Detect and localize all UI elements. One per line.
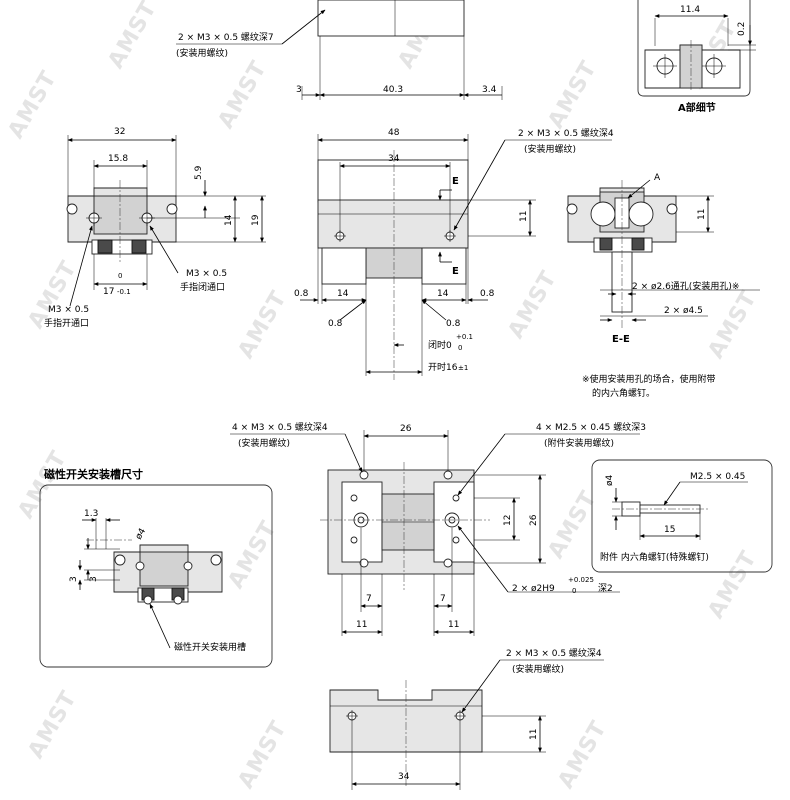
top-view: 3 40.3 3.4 2 × M3 × 0.5 螺纹深7 (安装用螺纹)	[176, 0, 503, 100]
magnet-panel: 磁性开关安装槽尺寸 1.3 ø4 3 3 磁性开关安装用槽	[39, 467, 273, 668]
pin-note: 2 × ø2H9	[512, 584, 555, 594]
accessory-caption: 附件 内六角螺钉(特殊螺钉)	[600, 551, 709, 563]
closed-tol-bottom: 0	[458, 344, 462, 352]
dim-label: 0.8	[294, 289, 309, 299]
thread-note: 4 × M3 × 0.5 螺纹深4	[232, 421, 328, 433]
screw-label: M2.5 × 0.45	[690, 472, 745, 482]
watermark: AMST	[544, 57, 603, 133]
open-label: 开时16	[428, 361, 458, 373]
pin-tol-top: +0.025	[568, 576, 594, 584]
bottom-view: 26 4 × M3 × 0.5 螺纹深4 (安装用螺纹) 4 × M2.5 × …	[230, 421, 646, 636]
dim-label: 32	[114, 127, 125, 137]
port-close: M3 × 0.5	[186, 269, 227, 279]
dim-label: 19	[251, 214, 261, 226]
dim-label: 11	[697, 209, 707, 220]
hole-note: 2 × ø2.6通孔(安装用孔)※	[632, 280, 739, 292]
remark: 的内六角螺钉。	[592, 387, 655, 399]
end-view-left: 32 15.8 5.9 14 19 0 17 -0.1 M3 × 0.5 手指闭…	[44, 127, 266, 329]
port-close-sub: 手指闭通口	[180, 281, 225, 293]
dim-label: 3.4	[482, 85, 497, 95]
dim-label: 11	[356, 620, 367, 630]
watermark: AMST	[104, 0, 163, 73]
dim-label: 40.3	[383, 85, 403, 95]
acc-note-sub: (附件安装用螺纹)	[544, 437, 614, 449]
tol-top: 0	[118, 272, 122, 280]
dim-label: 0.2	[737, 22, 747, 36]
section-title: E-E	[612, 334, 630, 345]
dim-label: 34	[398, 772, 410, 782]
dim-label: 11	[448, 620, 459, 630]
thread-note-sub: (安装用螺纹)	[238, 437, 290, 449]
thread-note-sub: (安装用螺纹)	[176, 47, 228, 59]
port-open-sub: 手指开通口	[44, 317, 89, 329]
dim-label: 15	[664, 525, 675, 535]
section-ee: A 11 2 × ø2.6通孔(安装用孔)※ 2 × ø4.5 E-E ※使用安…	[566, 173, 760, 399]
dia-note: 2 × ø4.5	[664, 306, 703, 316]
dim-label: 14	[437, 289, 449, 299]
dim-label: 11	[529, 729, 539, 740]
dim-label: 3	[69, 576, 79, 582]
accessory-panel: ø4 M2.5 × 0.45 15 附件 内六角螺钉(特殊螺钉)	[591, 459, 773, 573]
dim-label: 11.4	[680, 5, 700, 15]
thread-note: 2 × M3 × 0.5 螺纹深4	[506, 647, 602, 659]
front-view: 48 34 11 E E 2 × M3 × 0.5 螺纹深4 (安装用螺纹) 0…	[294, 127, 614, 380]
groove-label: 磁性开关安装用槽	[174, 641, 246, 653]
dim-label: 12	[503, 515, 513, 526]
watermark: AMST	[4, 67, 63, 143]
dim-label: 15.8	[108, 154, 128, 164]
section-mark: E	[452, 176, 459, 187]
acc-note: 4 × M2.5 × 0.45 螺纹深3	[536, 421, 646, 433]
watermark: AMST	[704, 287, 763, 363]
detail-a-title: A部细节	[678, 101, 716, 114]
watermark: AMST	[224, 517, 283, 593]
pin-depth: 深2	[598, 583, 613, 594]
closed-tol-top: +0.1	[456, 333, 473, 341]
watermark: AMST	[234, 287, 293, 363]
dim-label: 11	[519, 211, 529, 222]
watermark: AMST	[554, 717, 613, 793]
side-view: 2 × M3 × 0.5 螺纹深4 (安装用螺纹) 11 34	[329, 647, 604, 790]
thread-note-sub: (安装用螺纹)	[512, 663, 564, 675]
watermark: AMST	[214, 57, 273, 133]
dim-label: 0.8	[480, 289, 495, 299]
pin-tol-bottom: 0	[572, 587, 576, 595]
dim-label: 17	[103, 287, 114, 297]
remark: ※使用安装用孔的场合，使用附带	[582, 373, 716, 385]
closed-label: 闭时0	[428, 339, 452, 351]
dim-label: 26	[400, 424, 412, 434]
watermark: AMST	[544, 487, 603, 563]
magnet-title: 磁性开关安装槽尺寸	[44, 467, 143, 481]
dim-label: 34	[388, 154, 400, 164]
dim-label: 5.9	[194, 165, 204, 180]
dim-label: 0.8	[328, 319, 343, 329]
dim-label: ø4	[605, 474, 615, 486]
detail-a: 11.4 0.2 A部细节	[637, 0, 756, 114]
dim-label: 14	[224, 214, 234, 226]
tol-bottom: -0.1	[117, 288, 131, 296]
thread-note: 2 × M3 × 0.5 螺纹深7	[178, 31, 274, 43]
dim-label: 3	[89, 576, 99, 582]
dim-label: 7	[440, 594, 446, 604]
dim-label: 1.3	[84, 509, 98, 519]
dim-label: ø4	[134, 527, 148, 542]
dim-label: 3	[296, 85, 302, 95]
dim-label: 26	[529, 514, 539, 526]
port-open: M3 × 0.5	[48, 305, 89, 315]
watermark: AMST	[704, 547, 763, 623]
watermark: AMST	[504, 267, 563, 343]
dim-label: 48	[388, 128, 400, 138]
dim-label: 7	[366, 594, 372, 604]
thread-note: 2 × M3 × 0.5 螺纹深4	[518, 127, 614, 139]
mark-a: A	[654, 173, 661, 183]
watermark: AMST	[24, 687, 83, 763]
thread-note-sub: (安装用螺纹)	[524, 143, 576, 155]
dim-label: 14	[337, 289, 349, 299]
dim-label: 0.8	[446, 319, 461, 329]
section-mark: E	[452, 266, 459, 277]
open-tol: ±1	[458, 364, 468, 372]
watermark: AMST	[234, 717, 293, 793]
